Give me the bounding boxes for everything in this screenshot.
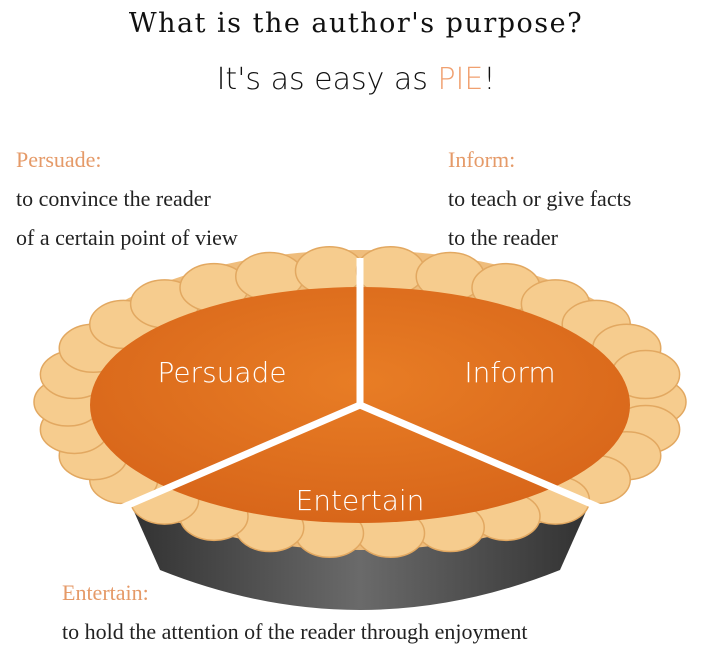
subtitle: It's as easy as PIE! bbox=[0, 62, 712, 97]
slice-label-persuade: Persuade bbox=[157, 356, 286, 389]
subtitle-text: It's as easy as bbox=[216, 62, 438, 97]
entertain-description: Entertain: to hold the attention of the … bbox=[62, 573, 528, 651]
persuade-line: to convince the reader bbox=[16, 186, 211, 211]
inform-line: to the reader bbox=[448, 225, 558, 250]
entertain-heading: Entertain: bbox=[62, 580, 149, 605]
persuade-description: Persuade: to convince the reader of a ce… bbox=[16, 140, 238, 257]
inform-heading: Inform: bbox=[448, 147, 516, 172]
subtitle-highlight: PIE bbox=[437, 62, 484, 97]
subtitle-suffix: ! bbox=[483, 62, 496, 97]
slice-divider bbox=[358, 401, 612, 516]
inform-description: Inform: to teach or give facts to the re… bbox=[448, 140, 631, 257]
slice-label-entertain: Entertain bbox=[296, 484, 425, 517]
persuade-line: of a certain point of view bbox=[16, 225, 238, 250]
slice-divider bbox=[103, 401, 362, 519]
page-title: What is the author's purpose? bbox=[128, 8, 584, 39]
entertain-line: to hold the attention of the reader thro… bbox=[62, 619, 528, 644]
inform-line: to teach or give facts bbox=[448, 186, 632, 211]
slice-label-inform: Inform bbox=[464, 356, 555, 389]
persuade-heading: Persuade: bbox=[16, 147, 102, 172]
